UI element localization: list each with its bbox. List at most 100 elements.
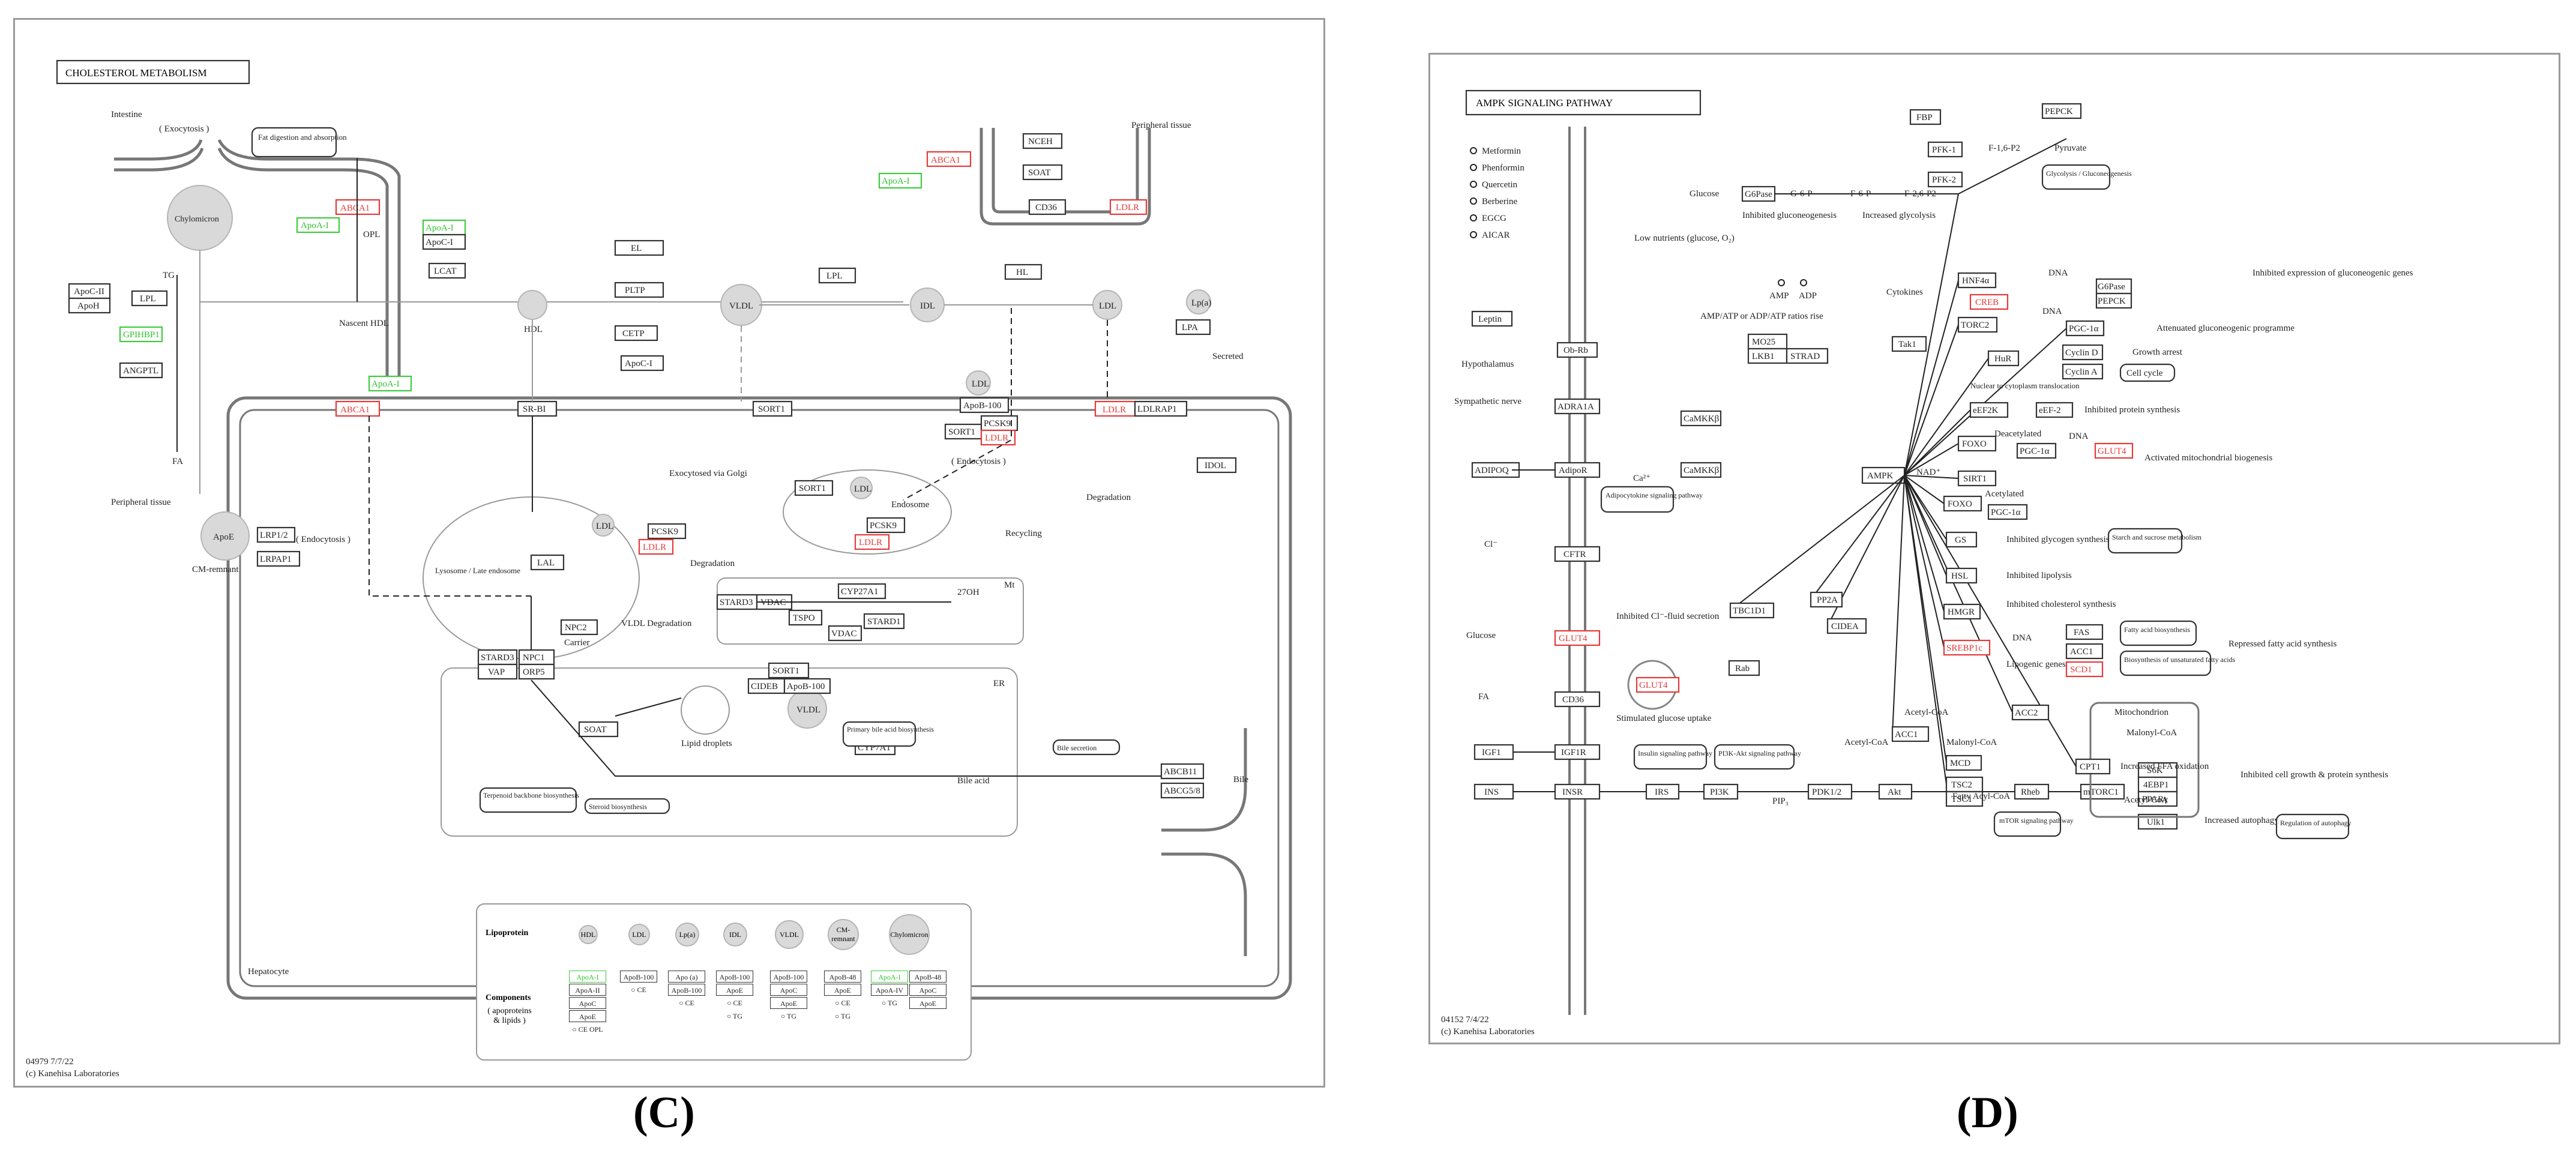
- legend-component: ApoA-IV: [871, 984, 908, 996]
- stimulated-glucose-label: Stimulated glucose uptake: [1616, 714, 1712, 723]
- gene-npc2: NPC2: [565, 623, 587, 633]
- gene-lcat: LCAT: [434, 266, 457, 276]
- malonyl-coa-2: Malonyl-CoA: [1946, 738, 1997, 747]
- gene-lpa: LPA: [1182, 323, 1198, 333]
- gene-rab: Rab: [1735, 664, 1750, 673]
- drug-marker: [1470, 164, 1477, 171]
- ampk-edge: [1904, 475, 1945, 612]
- fat-digestion-label: Fat digestion and absorption: [258, 133, 347, 142]
- gene-pi3k: PI3K: [1710, 787, 1729, 797]
- increased-glycolysis: Increased glycolysis: [1862, 211, 1936, 220]
- region-intestine: Intestine: [111, 110, 142, 119]
- secreted-label: Secreted: [1212, 352, 1244, 361]
- panel-c-footer-id: 04979 7/7/22: [26, 1057, 74, 1067]
- legend-component: ApoE: [770, 997, 807, 1009]
- amp-label: AMP: [1769, 291, 1789, 301]
- peripheral-tissue-top: Peripheral tissue: [1131, 121, 1191, 130]
- gene-cpt1: CPT1: [2080, 762, 2101, 772]
- gene-creb: CREB: [1975, 298, 1999, 307]
- panel-d-footer-copyright: (c) Kanehisa Laboratories: [1441, 1027, 1535, 1037]
- lipid-droplets-label: Lipid droplets: [681, 739, 732, 748]
- particle-hdl: HDL: [524, 325, 543, 334]
- vldl-degradation: VLDL Degradation: [621, 619, 692, 628]
- gene-apoc-i: ApoC-I: [426, 238, 453, 247]
- lysosome-label: Lysosome / Late endosome: [435, 566, 520, 575]
- repressed-fatty: Repressed fatty acid synthesis: [2228, 639, 2337, 649]
- gene-mcd: MCD: [1950, 759, 1970, 768]
- legend-component: ○ TG: [726, 1012, 743, 1020]
- mtor-pathway: mTOR signaling pathway: [1999, 816, 2074, 825]
- ampk-edge: [1904, 328, 2067, 476]
- legend-row-components: Components: [486, 993, 531, 1002]
- legend-row-lipoprotein: Lipoprotein: [486, 929, 529, 938]
- gene-camkk2-1: CaMKKβ: [1684, 414, 1719, 424]
- drug-label: Quercetin: [1482, 180, 1518, 190]
- ampk-edge: [1904, 193, 1959, 476]
- gene-sirt1: SIRT1: [1963, 474, 1987, 484]
- drug-marker: [1470, 197, 1477, 205]
- gene-srebp1c: SREBP1c: [1946, 643, 1982, 653]
- gene-glut4-b: GLUT4: [1639, 681, 1668, 690]
- endocytosis-left: ( Endocytosis ): [296, 535, 351, 544]
- gene-mo25: MO25: [1752, 337, 1775, 347]
- gene-scd1: SCD1: [2070, 665, 2092, 675]
- gene-tsc2: TSC2: [1951, 780, 1972, 790]
- degradation-right: Degradation: [1086, 493, 1131, 502]
- gene-cyclina: Cyclin A: [2065, 367, 2098, 377]
- fatty-acid-bio: Fatty acid biosynthesis: [2124, 625, 2190, 634]
- mt-label: Mt: [1004, 580, 1015, 590]
- gene-acc2: ACC2: [2015, 708, 2038, 718]
- legend-component: ApoB-100: [716, 971, 753, 983]
- gene-strad: STRAD: [1790, 352, 1820, 361]
- gene-lal: LAL: [537, 558, 555, 568]
- particle-ldl-lys: LDL: [596, 522, 613, 531]
- chylomicron-label: Chylomicron: [175, 215, 219, 224]
- gene-sort1-er: SORT1: [772, 666, 799, 676]
- gene-orp5: ORP5: [523, 667, 545, 677]
- exocytosis-golgi: Exocytosed via Golgi: [669, 469, 747, 478]
- dna-label-2: DNA: [2042, 307, 2062, 316]
- gene-apoa1-top: ApoA-I: [301, 221, 329, 230]
- increased-autophagy: Increased autophagy: [2204, 816, 2279, 825]
- cytokines-label: Cytokines: [1886, 288, 1923, 297]
- ampk-edge: [1904, 358, 1989, 476]
- gene-nceh: NCEH: [1028, 137, 1053, 146]
- bile-acid-label: Bile acid: [957, 776, 990, 786]
- cl-label: Cl⁻: [1484, 540, 1497, 549]
- nascent-hdl-label: Nascent HDL: [339, 319, 389, 328]
- gene-abcb11: ABCB11: [1164, 767, 1197, 777]
- gene-igf1r: IGF1R: [1561, 748, 1586, 757]
- drug-marker: [1470, 231, 1477, 238]
- gene-lrpap1: LRPAP1: [260, 555, 292, 564]
- gene-lrp1: LRP1/2: [260, 531, 288, 540]
- legend-particle: LDL: [628, 924, 650, 945]
- drug-list: MetforminPhenforminQuercetinBerberineEGC…: [1470, 146, 1524, 240]
- legend-particle: CM-remnant: [828, 919, 859, 950]
- legend-component: ○ CE: [835, 999, 850, 1007]
- drug-label: EGCG: [1482, 214, 1506, 223]
- gene-pgc1a: PGC-1α: [2069, 324, 2099, 334]
- gene-apoa1-bottom: ApoA-I: [372, 379, 400, 389]
- gene-npc1: NPC1: [523, 653, 545, 663]
- legend-component: ApoC: [569, 997, 606, 1009]
- gene-leptin: Leptin: [1478, 315, 1502, 324]
- legend-component: ApoC: [909, 984, 946, 996]
- 27oh-label: 27OH: [957, 588, 980, 597]
- inhibited-lipolysis: Inhibited lipolysis: [2006, 571, 2072, 580]
- gene-cd36: CD36: [1035, 203, 1057, 212]
- gene-acc1: ACC1: [2070, 647, 2093, 657]
- gene-insr: INSR: [1562, 787, 1583, 797]
- gene-cidea: CIDEA: [1831, 622, 1859, 631]
- gene-pcsk9-lys: PCSK9: [651, 527, 678, 537]
- gene-pcsk9-top: PCSK9: [984, 419, 1011, 429]
- gene-vap: VAP: [488, 667, 505, 677]
- er-label: ER: [993, 679, 1005, 688]
- fat-digestion-pathway[interactable]: [251, 127, 337, 158]
- acetyl-coa-3: Acetyl-CoA: [2124, 795, 2168, 805]
- cholesterol-metabolism-panel: CHOLESTEROL METABOLISM Intestine ( Exocy…: [13, 18, 1325, 1088]
- drug-label: Metformin: [1482, 146, 1521, 156]
- gene-stard3: STARD3: [481, 653, 514, 663]
- bile-label: Bile: [1233, 775, 1248, 784]
- gene-sort1-right: SORT1: [948, 427, 975, 437]
